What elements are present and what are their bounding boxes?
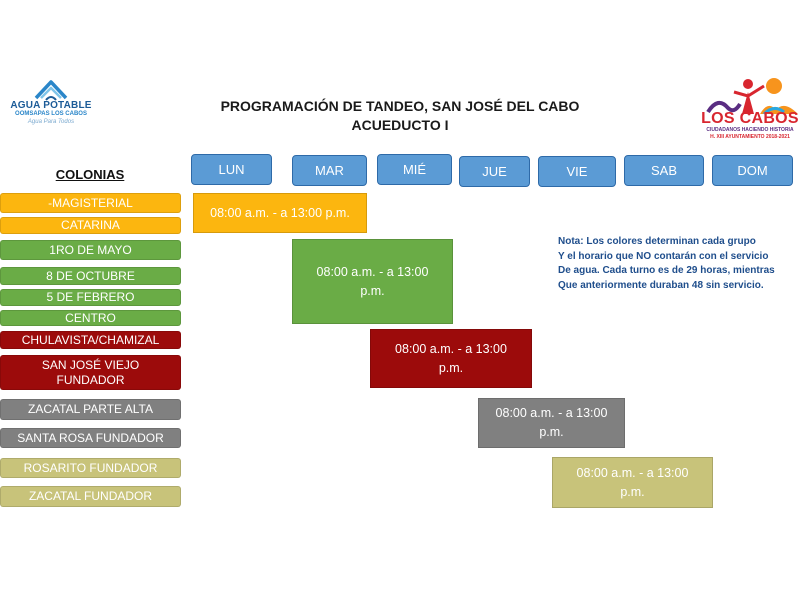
day-button-lun[interactable]: LUN bbox=[191, 154, 272, 185]
schedule-block-yellow-text: 08:00 a.m. - a 13:00 p.m. bbox=[210, 205, 350, 220]
nota-line-1: Nota: Los colores determinan cada grupo bbox=[558, 236, 756, 247]
colonia-chulavista-chamizal: CHULAVISTA/CHAMIZAL bbox=[0, 331, 181, 349]
colonia-magisterial: -MAGISTERIAL bbox=[0, 193, 181, 213]
schedule-block-olive-line1: 08:00 a.m. - a 13:00 bbox=[576, 465, 689, 480]
schedule-block-red: 08:00 a.m. - a 13:00 p.m. bbox=[370, 329, 532, 388]
colonia-5-de-febrero: 5 DE FEBRERO bbox=[0, 289, 181, 306]
day-button-mar[interactable]: MAR bbox=[292, 155, 367, 186]
page-subtitle: ACUEDUCTO I bbox=[351, 117, 449, 133]
los-cabos-logo-sub2: H. XIII AYUNTAMIENTO 2018-2021 bbox=[710, 134, 790, 140]
schedule-block-gray-line1: 08:00 a.m. - a 13:00 bbox=[495, 406, 608, 420]
schedule-block-green-line1: 08:00 a.m. - a 13:00 bbox=[316, 264, 429, 279]
schedule-block-green: 08:00 a.m. - a 13:00 p.m. bbox=[292, 239, 453, 324]
nota-text: Nota: Los colores determinan cada grupo … bbox=[558, 235, 788, 293]
day-button-jue[interactable]: JUE bbox=[459, 156, 530, 187]
colonia-san-jose-viejo-fundador: SAN JOSÉ VIEJO FUNDADOR bbox=[0, 355, 181, 390]
colonias-header: COLONIAS bbox=[55, 167, 125, 182]
agua-potable-logo-icon bbox=[34, 78, 68, 104]
los-cabos-logo-icon bbox=[704, 74, 800, 118]
schedule-block-yellow: 08:00 a.m. - a 13:00 p.m. bbox=[193, 193, 367, 233]
schedule-block-gray-line2: p.m. bbox=[539, 425, 564, 439]
colonia-rosarito-fundador: ROSARITO FUNDADOR bbox=[0, 458, 181, 478]
day-button-mie[interactable]: MIÉ bbox=[377, 154, 452, 185]
colonia-zacatal-parte-alta: ZACATAL PARTE ALTA bbox=[0, 399, 181, 420]
los-cabos-logo-name: LOS CABOS bbox=[701, 110, 799, 127]
colonia-1ro-de-mayo: 1RO DE MAYO bbox=[0, 240, 181, 260]
schedule-block-olive-line2: p.m. bbox=[620, 484, 645, 499]
day-button-dom[interactable]: DOM bbox=[712, 155, 793, 186]
colonia-8-de-octubre: 8 DE OCTUBRE bbox=[0, 267, 181, 285]
agua-potable-logo-sub: OOMSAPAS LOS CABOS bbox=[15, 111, 87, 117]
los-cabos-logo-sub1: CIUDADANOS HACIENDO HISTORIA bbox=[706, 127, 794, 133]
nota-line-4: Que anteriormente duraban 48 sin servici… bbox=[558, 279, 764, 291]
schedule-block-green-line2: p.m. bbox=[360, 283, 385, 298]
colonia-centro: CENTRO bbox=[0, 310, 181, 326]
agua-potable-logo-name: AGUA POTABLE bbox=[10, 100, 92, 111]
nota-line-2: Y el horario que NO contarán con el serv… bbox=[558, 250, 769, 262]
day-button-sab[interactable]: SAB bbox=[624, 155, 704, 186]
agua-potable-logo-tag: Agua Para Todos bbox=[27, 119, 75, 125]
schedule-block-gray: 08:00 a.m. - a 13:00 p.m. bbox=[478, 398, 625, 448]
schedule-block-olive: 08:00 a.m. - a 13:00 p.m. bbox=[552, 457, 713, 508]
colonia-catarina: CATARINA bbox=[0, 217, 181, 234]
schedule-block-red-line1: 08:00 a.m. - a 13:00 bbox=[395, 341, 507, 356]
nota-line-3: De agua. Cada turno es de 29 horas, mien… bbox=[558, 265, 775, 276]
page-title: PROGRAMACIÓN DE TANDEO, SAN JOSÉ DEL CAB… bbox=[220, 98, 580, 114]
day-button-vie[interactable]: VIE bbox=[538, 156, 616, 187]
colonia-santa-rosa-fundador: SANTA ROSA FUNDADOR bbox=[0, 428, 181, 448]
schedule-block-red-line2: p.m. bbox=[438, 360, 464, 375]
colonia-zacatal-fundador: ZACATAL FUNDADOR bbox=[0, 486, 181, 507]
